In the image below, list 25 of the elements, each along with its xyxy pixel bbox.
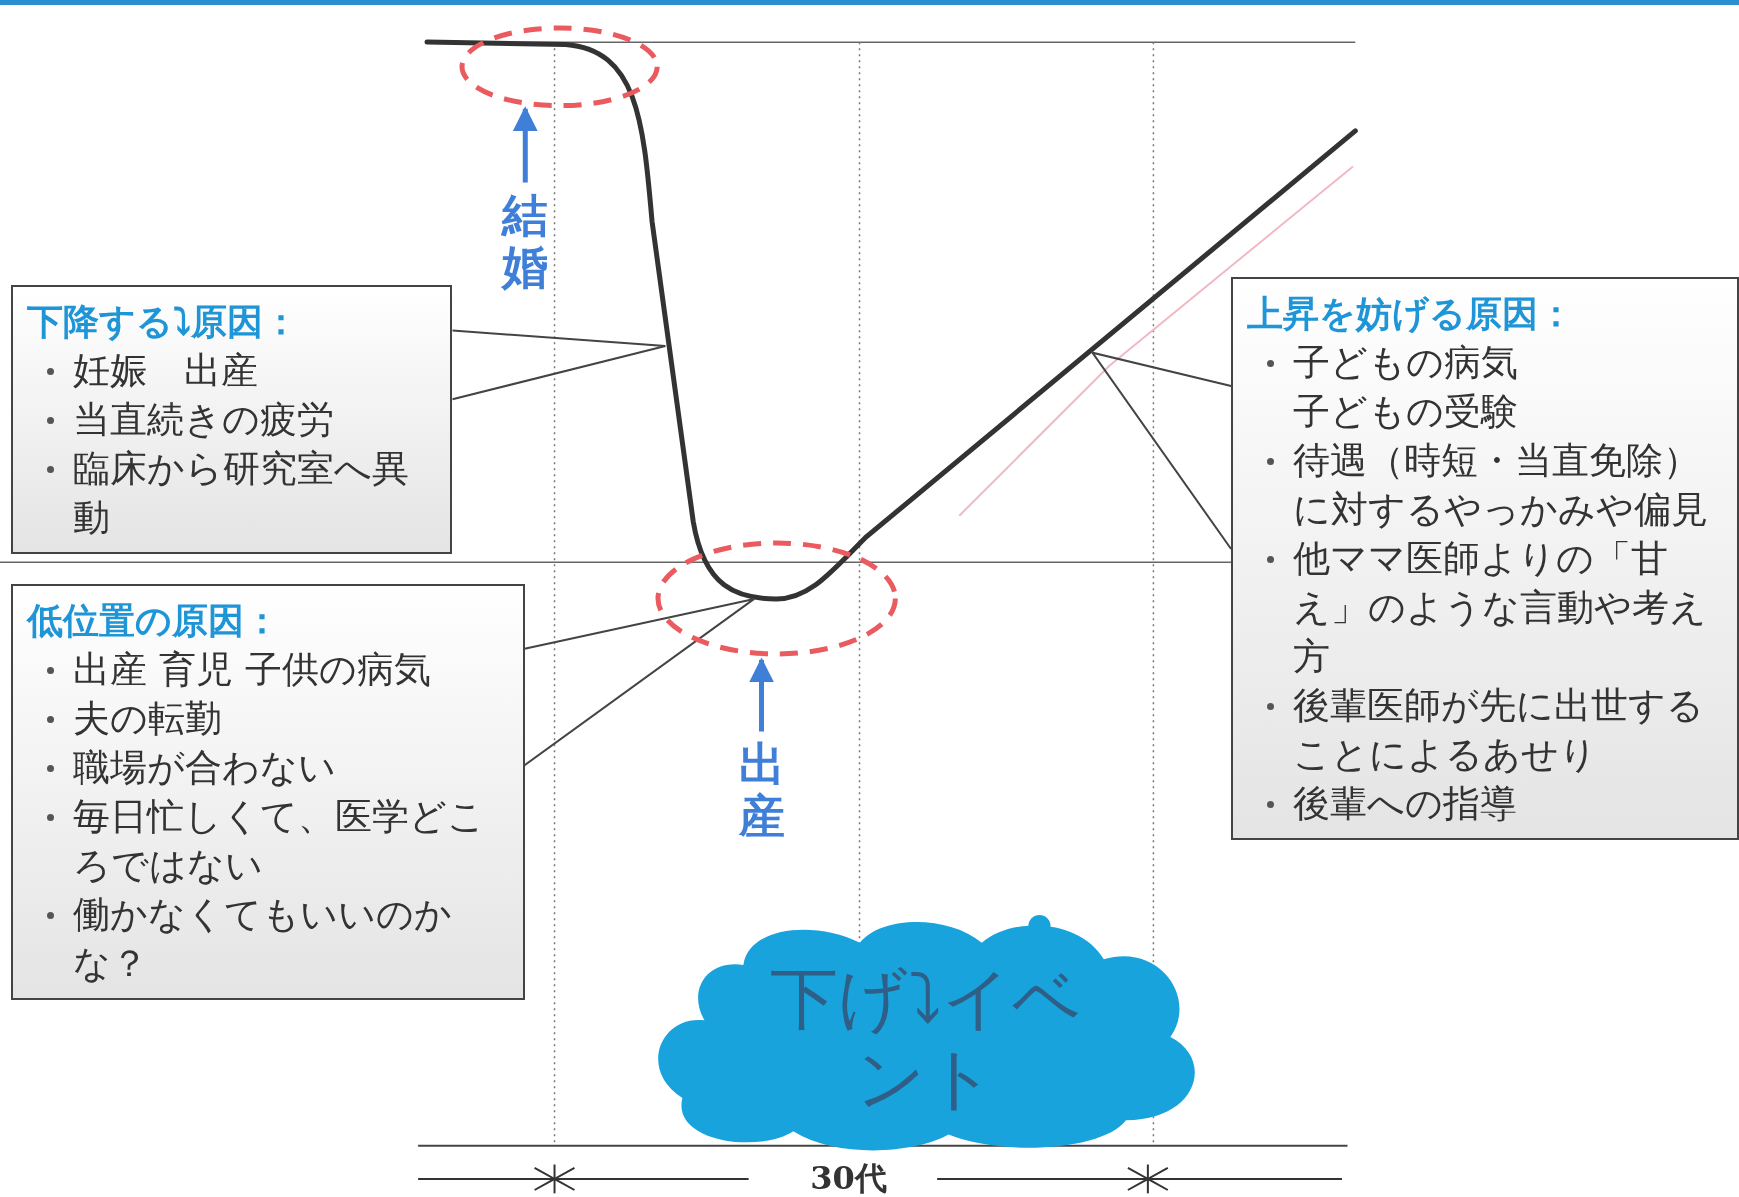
callout-heading: 下降する⤵原因： [27,300,301,344]
bullet-item: 待遇（時短・当直免除）に対するやっかみや偏見 [1247,436,1723,535]
bullet-item: 夫の転勤 [27,694,509,744]
bullet-item: 妊娠 出産 [27,346,437,395]
bullet-item: 働かなくてもいいのかな？ [27,890,509,989]
bullet-item: 毎日忙しくて、医学どころではない [27,792,509,891]
callout-box [1231,277,1739,841]
bullet-item: 出産 育児 子供の病気 [27,645,509,695]
callout-box [11,285,453,554]
bullet-item: 当直続きの疲労 [27,395,437,444]
arrow [749,657,774,732]
arrow [512,106,538,183]
bullet-item: 職場が合わない [27,743,509,793]
bullet-item: 他ママ医師よりの「甘え」のような言動や考え方 [1247,534,1723,682]
bullet-item: 後輩医師が先に出世することによるあせり [1247,681,1723,780]
bullet-item: 子どもの受験 [1292,389,1520,436]
handwritten-label: 出産 [737,737,786,842]
callout-box [11,584,525,1001]
handwritten-label: 結婚 [501,188,550,293]
bullet-item: 後輩への指導 [1247,779,1723,829]
callout-heading: 低位置の原因： [27,599,282,644]
bullet-item: 臨床から研究室へ異動 [27,444,437,542]
bullet-item: 子どもの病気 [1247,338,1723,388]
cloud-text: 下げ⤵イベント [769,959,1084,1120]
callout-heading: 上昇を妨げる原因： [1247,292,1576,337]
